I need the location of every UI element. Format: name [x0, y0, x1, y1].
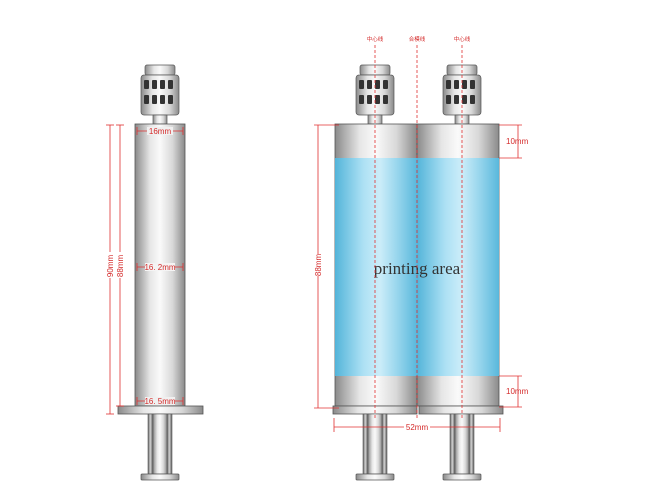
double-right-flange: [418, 405, 504, 415]
mold-line-label: 合模线: [409, 35, 426, 43]
single-syringe: 16mm 16. 2mm 16. 5mm 90mm 88mm: [104, 64, 204, 481]
double-right-cap: [442, 64, 482, 125]
barrel-height-label: 88mm: [116, 255, 125, 278]
margin-dims: 10mm 10mm: [499, 124, 529, 408]
bottom-margin-label: 10mm: [506, 387, 529, 396]
total-width-label: 52mm: [406, 423, 429, 432]
single-flange: [117, 405, 204, 415]
single-plunger: [140, 413, 180, 481]
print-area-label: printing area: [374, 259, 461, 278]
mid-width-label: 16. 2mm: [144, 263, 175, 272]
center-line-left-label: 中心线: [367, 35, 384, 43]
print-area-right: [417, 158, 499, 376]
top-width-label: 16mm: [149, 127, 172, 136]
double-height-label: 88mm: [314, 254, 323, 277]
double-left-plunger: [355, 413, 395, 481]
double-height-dim: 88mm: [313, 124, 339, 409]
double-syringe: printing area 中心线 合模线 中心线: [313, 35, 529, 481]
top-margin-label: 10mm: [506, 137, 529, 146]
double-right-plunger: [442, 413, 482, 481]
total-height-label: 90mm: [106, 255, 115, 278]
center-line-right-label: 中心线: [454, 35, 471, 43]
single-width-dims: 16mm 16. 2mm 16. 5mm: [136, 127, 184, 406]
single-height-dims: 90mm 88mm: [104, 124, 125, 415]
bottom-width-label: 16. 5mm: [144, 397, 175, 406]
center-lines: 中心线 合模线 中心线: [367, 35, 471, 420]
total-width-dim: 52mm: [333, 418, 501, 432]
single-cap: [140, 64, 180, 125]
print-area-left: [335, 158, 417, 376]
